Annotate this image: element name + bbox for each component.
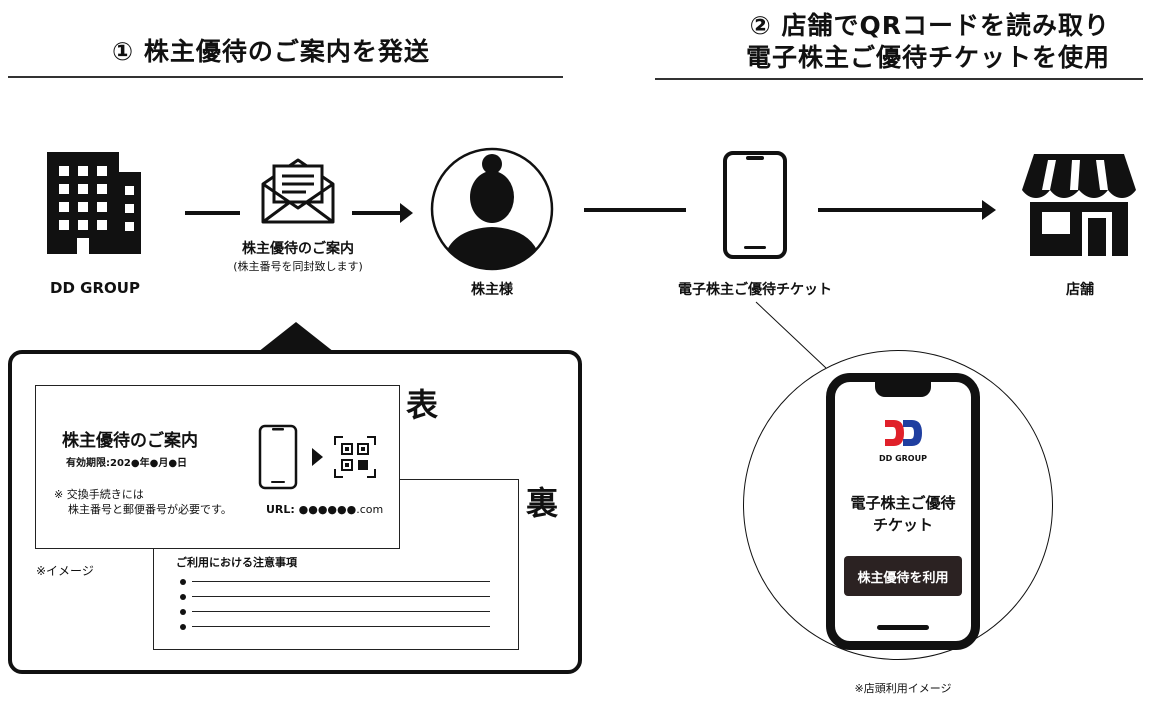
arrow-right-icon [400,203,413,223]
store-icon [1020,150,1138,256]
smartphone-icon [722,150,788,260]
step1-title: ① 株主優待のご案内を発送 [112,37,430,66]
flow-line-1 [185,211,240,215]
image-note: ※イメージ [36,564,94,578]
ticket-label: 電子株主ご優待チケット [678,282,832,298]
note-line-1: ※ 交換手続きには [54,488,144,501]
expiry-date: 有効期限:202●年●月●日 [66,458,188,469]
store-use-note: ※店頭利用イメージ [854,682,952,695]
arrow-right-icon [982,200,996,220]
note-line-2: 株主番号と郵便番号が必要です。 [68,503,232,516]
qr-code-icon [334,436,376,478]
store-label: 店舗 [1066,282,1094,298]
letter-back-heading: ご利用における注意事項 [176,556,297,569]
step2-title-line2: 電子株主ご優待チケットを使用 [745,43,1110,72]
shareholder-icon [430,147,554,271]
letter-sublabel: (株主番号を同封致します) [233,260,363,273]
list-item [180,589,490,604]
smartphone-icon [258,424,298,490]
phone-notch [875,381,931,397]
step1-divider [8,76,563,78]
notes-list [180,574,490,634]
use-benefit-button[interactable]: 株主優待を利用 [844,556,962,596]
letter-front-card: 株主優待のご案内 有効期限:202●年●月●日 ※ 交換手続きには 株主番号と郵… [35,385,400,549]
url-prefix: URL: [266,503,299,516]
step2-title-line1: ② 店舗でQRコードを読み取り [749,11,1110,40]
home-indicator [877,625,929,630]
callout-leader-line [750,300,830,370]
url-value: ●●●●●●.com [298,503,384,516]
callout-pointer [258,322,334,352]
envelope-icon [258,156,338,226]
building-icon [47,152,141,254]
flow-line-3 [584,208,686,212]
back-side-label: 裏 [526,484,559,522]
letter-label: 株主優待のご案内 [242,241,354,257]
company-label: DD GROUP [50,279,140,297]
list-item [180,619,490,634]
flow-line-4 [818,208,984,212]
flow-line-2 [352,211,402,215]
list-item [180,604,490,619]
list-item [180,574,490,589]
phone-mockup: DD GROUP 電子株主ご優待 チケット 株主優待を利用 [826,373,980,650]
dd-logo-icon [885,418,923,448]
arrow-right-icon [312,448,323,466]
front-side-label: 表 [406,386,439,424]
phone-logo-text: DD GROUP [879,454,927,463]
step2-divider [655,78,1143,80]
shareholder-label: 株主様 [471,282,513,298]
letter-front-title: 株主優待のご案内 [62,431,198,451]
url-text: URL: ●●●●●●.com [266,503,383,516]
phone-title-line1: 電子株主ご優待 [850,494,956,512]
phone-title-line2: チケット [872,516,933,534]
